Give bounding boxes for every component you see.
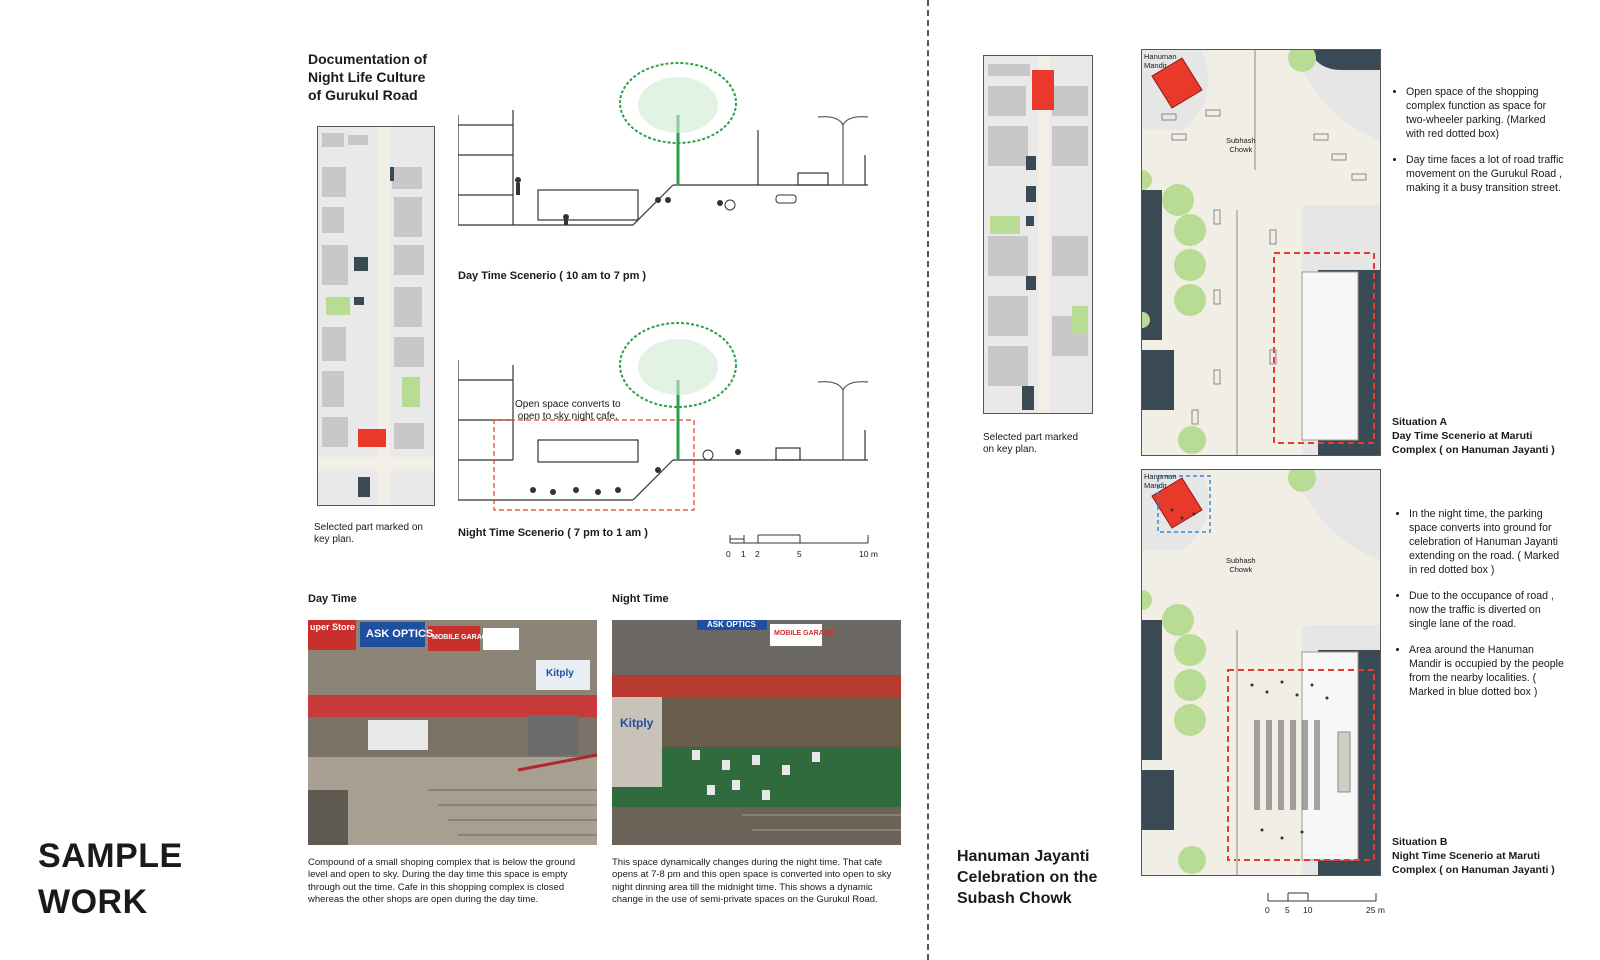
situation-a-title: Situation A Day Time Scenerio at Maruti … <box>1392 416 1555 456</box>
night-sign-3: Kitply <box>620 716 654 730</box>
situation-a-bullets: Open space of the shopping complex funct… <box>1392 85 1567 207</box>
situation-b-bullet-1: In the night time, the parking space con… <box>1409 507 1565 577</box>
day-sign-3: MOBILE GARAGE <box>432 634 492 641</box>
day-photo: uper Store ASK OPTICS MOBILE GARAGE Kitp… <box>308 620 597 845</box>
situation-b-bullet-2: Due to the occupance of road , now the t… <box>1409 589 1565 631</box>
plan-scale-tick-25: 25 m <box>1366 905 1385 915</box>
page-title: Documentation of Night Life Culture of G… <box>308 51 427 103</box>
key-plan-left <box>317 126 435 506</box>
section-scale-bar <box>728 531 878 545</box>
night-section-drawing <box>458 310 888 520</box>
night-photo-caption: This space dynamically changes during th… <box>612 857 892 905</box>
plan-a-mandir-label: Hanuman Mandir <box>1144 52 1177 70</box>
key-plan-caption-left: Selected part marked on key plan. <box>314 522 423 545</box>
day-section-drawing <box>458 55 888 235</box>
plan-scale-bar <box>1266 890 1386 902</box>
page-divider <box>927 0 929 960</box>
situation-b-bullets: In the night time, the parking space con… <box>1395 507 1565 711</box>
day-photo-caption: Compound of a small shoping complex that… <box>308 857 576 905</box>
situation-b-title: Situation B Night Time Scenerio at Marut… <box>1392 836 1555 876</box>
night-sign-2: MOBILE GARAGE <box>774 630 834 637</box>
day-photo-label: Day Time <box>308 593 357 605</box>
plan-scale-tick-5: 5 <box>1285 905 1290 915</box>
situation-a-bullet-1: Open space of the shopping complex funct… <box>1406 85 1567 141</box>
plan-scale-tick-0: 0 <box>1265 905 1270 915</box>
day-sign-4: Kitply <box>546 668 574 679</box>
section-scale-tick-1: 1 <box>741 549 746 559</box>
section-scale-tick-0: 0 <box>726 549 731 559</box>
sample-work-heading: SAMPLE WORK <box>38 837 183 921</box>
section-scale-tick-2: 2 <box>755 549 760 559</box>
day-section-label: Day Time Scenerio ( 10 am to 7 pm ) <box>458 270 647 282</box>
night-annotation: Open space converts to open to sky night… <box>515 399 621 422</box>
night-photo-label: Night Time <box>612 593 669 605</box>
situation-b-bullet-3: Area around the Hanuman Mandir is occupi… <box>1409 643 1565 699</box>
night-section-label: Night Time Scenerio ( 7 pm to 1 am ) <box>458 527 648 539</box>
hanuman-jayanti-title: Hanuman Jayanti Celebration on the Subas… <box>957 848 1098 907</box>
night-photo: ASK OPTICS MOBILE GARAGE Kitply <box>612 620 901 845</box>
tree-icon <box>619 62 737 185</box>
key-plan-right <box>983 55 1093 414</box>
situation-b-plan: Hanuman Mandir Subhash Chowk <box>1141 469 1381 876</box>
situation-a-bullet-2: Day time faces a lot of road traffic mov… <box>1406 153 1567 195</box>
day-sign-2: ASK OPTICS <box>366 628 434 640</box>
section-scale-tick-5: 5 <box>797 549 802 559</box>
section-scale-tick-10: 10 m <box>859 549 878 559</box>
situation-a-plan: Hanuman Mandir Subhash Chowk <box>1141 49 1381 456</box>
day-sign-1: uper Store <box>310 622 356 632</box>
key-plan-caption-right: Selected part marked on key plan. <box>983 432 1079 455</box>
plan-a-chowk-label: Subhash Chowk <box>1226 136 1256 154</box>
plan-b-mandir-label: Hanuman Mandir <box>1144 472 1177 490</box>
plan-b-chowk-label: Subhash Chowk <box>1226 556 1256 574</box>
night-sign-1: ASK OPTICS <box>707 620 756 629</box>
plan-scale-tick-10: 10 <box>1303 905 1313 915</box>
